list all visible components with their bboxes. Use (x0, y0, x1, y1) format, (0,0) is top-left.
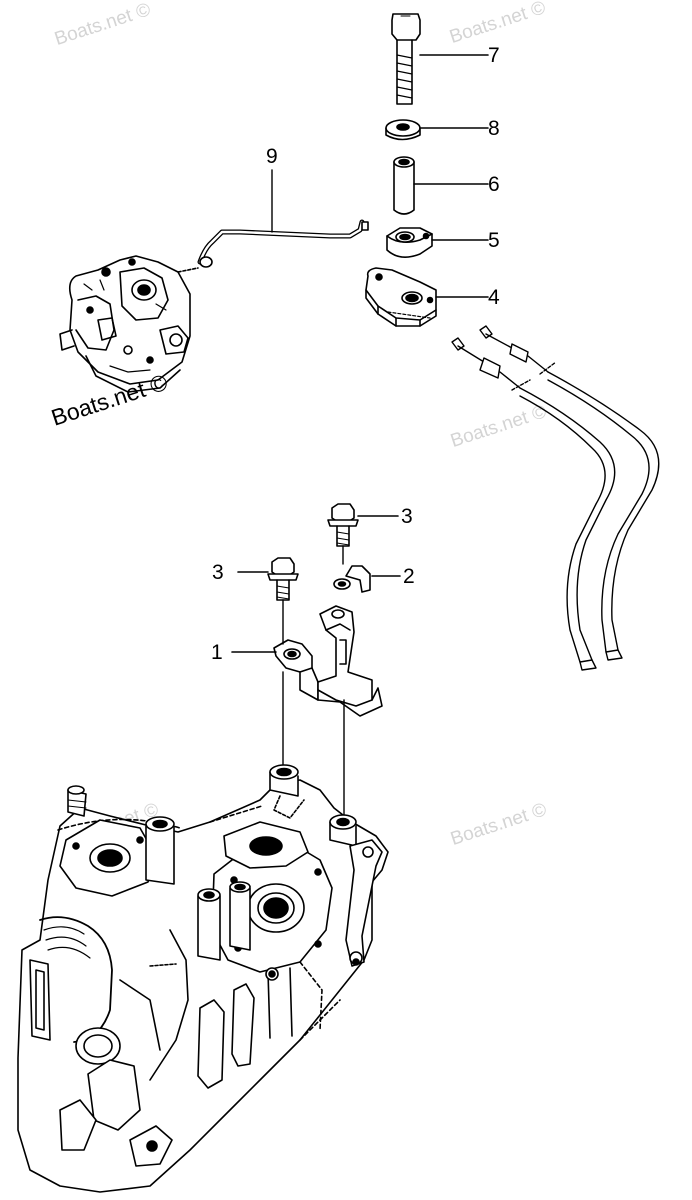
callout-number-3-upper: 3 (401, 505, 413, 528)
callout-number-5: 5 (488, 229, 500, 252)
callout-number-1: 1 (211, 641, 223, 664)
callout-number-8: 8 (488, 117, 500, 140)
washer-8 (385, 119, 421, 141)
assembly-guide-lines (282, 545, 345, 819)
cam-5 (386, 227, 433, 258)
callout-number-3-lower: 3 (212, 561, 224, 584)
spacer-6 (393, 156, 415, 215)
throttle-cables (451, 325, 660, 671)
callout-number-7: 7 (488, 44, 500, 67)
bolt-7 (391, 13, 421, 105)
bolt-3-lower (267, 557, 299, 601)
callout-number-9: 9 (266, 145, 278, 168)
bolt-3-upper (327, 503, 359, 547)
link-rod-9 (197, 169, 369, 268)
bracket-1 (273, 605, 383, 717)
callout-number-2: 2 (403, 565, 415, 588)
throttle-cam-4 (365, 267, 437, 327)
carburetor (59, 255, 199, 393)
intake-manifold (17, 764, 389, 1193)
cable-clamp-2 (333, 565, 371, 593)
callout-number-6: 6 (488, 173, 500, 196)
callout-number-4: 4 (488, 286, 500, 309)
